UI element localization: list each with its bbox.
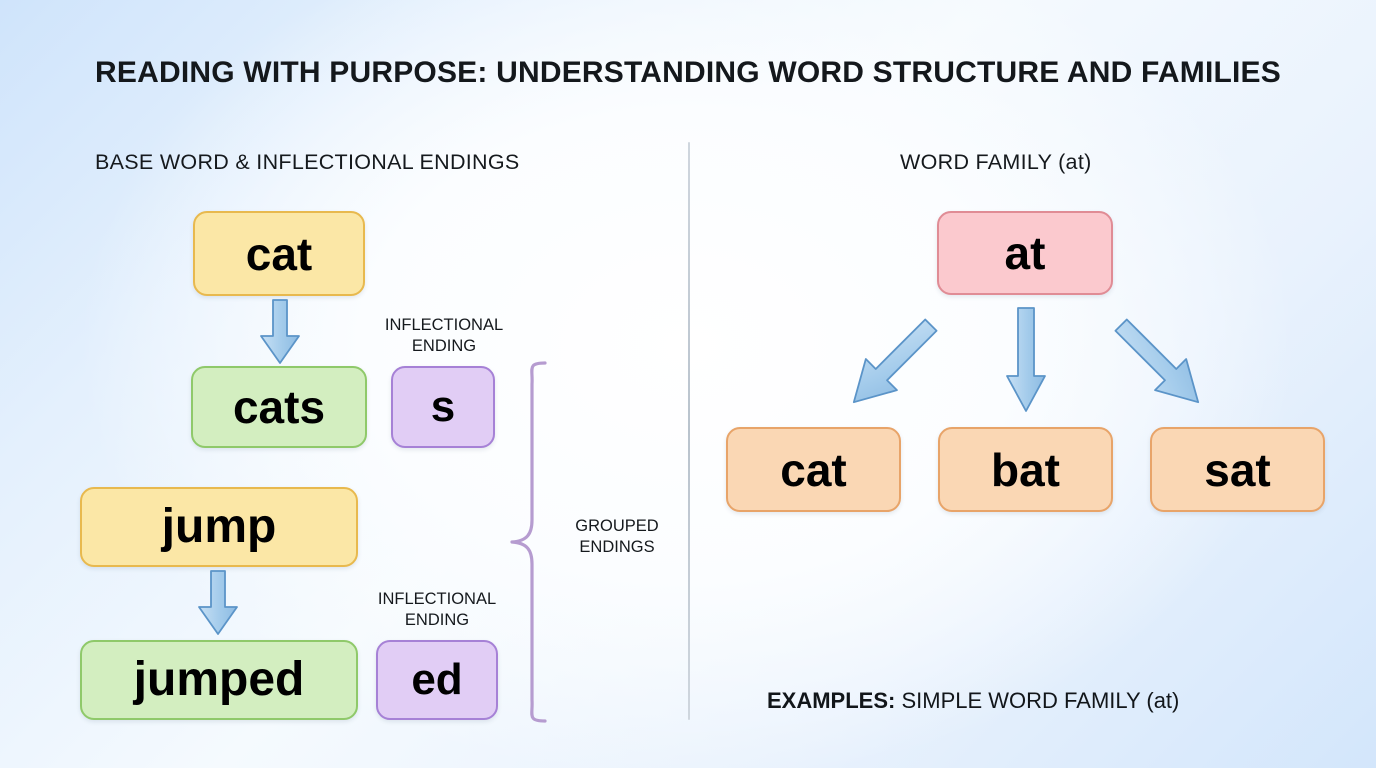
examples-caption-lead: EXAMPLES: <box>767 688 896 713</box>
down-arrow-jump <box>198 570 238 635</box>
right-panel-heading: WORD FAMILY (at) <box>900 150 1092 174</box>
grouped-endings-brace <box>510 361 547 723</box>
down-arrow-cat <box>260 299 300 364</box>
ending-box-s[interactable]: s <box>391 366 495 448</box>
panel-divider <box>688 142 690 720</box>
page-title: READING WITH PURPOSE: UNDERSTANDING WORD… <box>95 56 1281 89</box>
inflectional-ending-label-1: INFLECTIONAL ENDING <box>384 316 504 356</box>
base-word-box-jump[interactable]: jump <box>80 487 358 567</box>
examples-caption-rest: SIMPLE WORD FAMILY (at) <box>895 688 1180 713</box>
diagonal-arrow-right <box>1114 318 1200 404</box>
down-arrow-center <box>1006 307 1046 412</box>
ending-box-ed[interactable]: ed <box>376 640 498 720</box>
base-word-box-cat[interactable]: cat <box>193 211 365 296</box>
examples-caption: EXAMPLES: SIMPLE WORD FAMILY (at) <box>767 688 1179 714</box>
word-family-member-box-bat[interactable]: bat <box>938 427 1113 512</box>
inflectional-ending-label-2: INFLECTIONAL ENDING <box>377 590 497 630</box>
diagonal-arrow-left <box>852 318 938 404</box>
word-family-member-box-sat[interactable]: sat <box>1150 427 1325 512</box>
left-panel-heading: BASE WORD & INFLECTIONAL ENDINGS <box>95 150 520 174</box>
grouped-endings-label: GROUPED ENDINGS <box>575 517 659 557</box>
word-family-member-box-cat[interactable]: cat <box>726 427 901 512</box>
word-family-root-box-at[interactable]: at <box>937 211 1113 295</box>
derived-word-box-jumped[interactable]: jumped <box>80 640 358 720</box>
derived-word-box-cats[interactable]: cats <box>191 366 367 448</box>
